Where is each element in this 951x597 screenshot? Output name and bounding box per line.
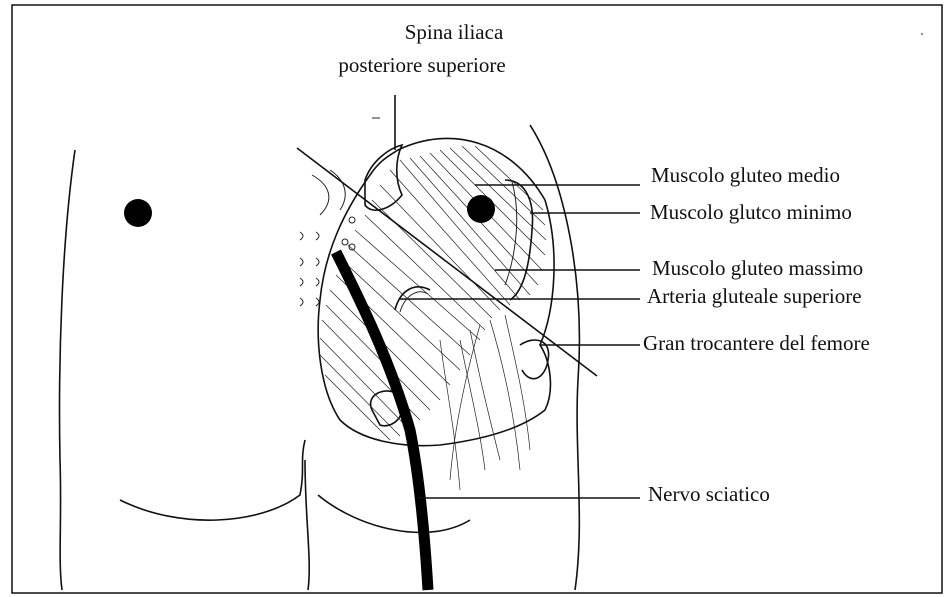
label-gluteo-medio: Muscolo gluteo medio xyxy=(651,163,840,187)
gluteal-cleft xyxy=(305,460,309,590)
label-gluteo-massimo: Muscolo gluteo massimo xyxy=(652,256,863,280)
left-buttock-fold xyxy=(120,440,305,520)
label-nervo: Nervo sciatico xyxy=(648,482,770,506)
label-arteria: Arteria gluteale superiore xyxy=(647,284,862,308)
left-body-contour xyxy=(60,150,75,590)
iliac-spine-shape xyxy=(365,145,402,210)
title-line-2: posteriore superiore xyxy=(338,53,505,77)
greater-trochanter xyxy=(520,340,549,379)
label-gluteo-minimo: Muscolo glutco minimo xyxy=(650,200,852,224)
label-trocantere: Gran trocantere del femore xyxy=(643,331,870,355)
sciatic-nerve xyxy=(336,252,428,590)
right-buttock-fold xyxy=(318,495,470,532)
right-point-marker xyxy=(467,195,495,223)
title-line-1: Spina iliaca xyxy=(405,20,504,44)
left-point-marker xyxy=(124,199,152,227)
muscle-fibers xyxy=(320,146,546,490)
